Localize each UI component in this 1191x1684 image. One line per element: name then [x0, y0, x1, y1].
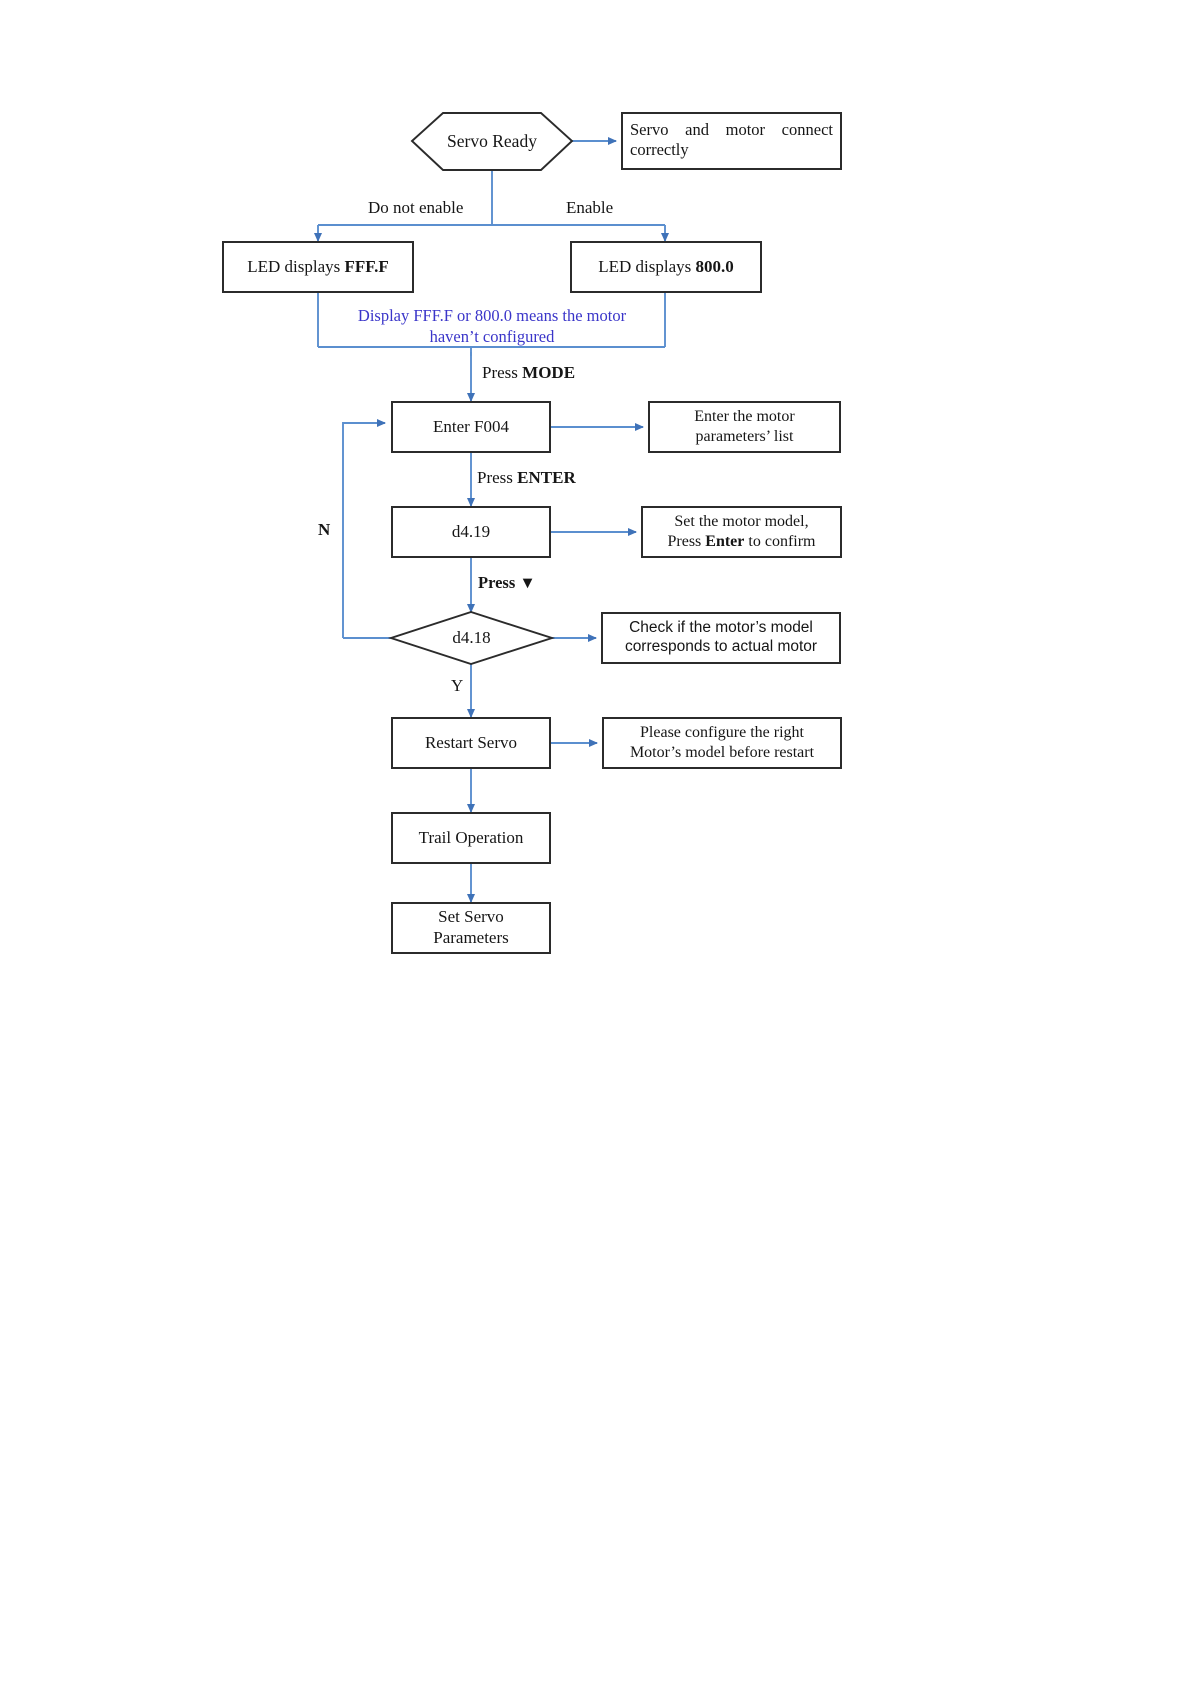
press-enter-pre: Press	[477, 468, 518, 487]
node-servo-ready-label: Servo Ready	[447, 130, 537, 151]
node-trail-operation-label: Trail Operation	[418, 827, 524, 847]
node-led-displays-800-label: LED displays 800.0	[598, 257, 734, 278]
node-set-motor-model-line1: Set the motor model,	[674, 513, 809, 531]
node-led-displays-800[interactable]: LED displays 800.0	[570, 241, 762, 293]
node-please-configure-line1: Please configure the right	[640, 724, 804, 742]
led-800-value: 800.0	[695, 256, 734, 276]
node-check-motor-model-line2: corresponds to actual motor	[624, 638, 818, 655]
node-d419-label: d4.19	[451, 521, 491, 541]
node-enter-motor-parameters-line2: parameters’ list	[695, 428, 794, 445]
node-set-servo-parameters[interactable]: Set Servo Parameters	[391, 902, 551, 954]
node-check-motor-model[interactable]: Check if the motor’s model corresponds t…	[601, 612, 841, 664]
node-please-configure-line2: Motor’s model before restart	[629, 744, 815, 761]
led-800-prefix: LED displays	[598, 256, 696, 276]
edge-label-do-not-enable: Do not enable	[368, 198, 464, 217]
node-d418[interactable]: d4.18	[391, 612, 552, 664]
set-motor-model-pre: Press	[667, 533, 706, 550]
led-fff-value: FFF.F	[344, 256, 389, 276]
press-down-pre: Press	[478, 573, 520, 592]
node-set-motor-model-line2: Press Enter to confirm	[668, 532, 816, 552]
node-led-displays-fff[interactable]: LED displays FFF.F	[222, 241, 414, 293]
node-restart-servo[interactable]: Restart Servo	[391, 717, 551, 769]
note-display-means: Display FFF.F or 800.0 means the motor h…	[357, 306, 627, 347]
set-motor-model-key: Enter	[705, 533, 745, 550]
node-restart-servo-label: Restart Servo	[424, 732, 518, 752]
node-d419[interactable]: d4.19	[391, 506, 551, 558]
node-check-motor-model-line1: Check if the motor’s model	[629, 619, 813, 637]
node-d418-label: d4.18	[452, 627, 491, 647]
node-set-motor-model[interactable]: Set the motor model, Press Enter to conf…	[641, 506, 842, 558]
edge-label-press-enter: Press ENTER	[477, 468, 576, 488]
node-enter-f004[interactable]: Enter F004	[391, 401, 551, 453]
node-enter-motor-parameters-list[interactable]: Enter the motor parameters’ list	[648, 401, 841, 453]
node-servo-motor-connect-label: Servo and motor connect correctly	[630, 120, 833, 160]
node-servo-motor-connect[interactable]: Servo and motor connect correctly	[621, 112, 842, 170]
set-motor-model-post: to confirm	[744, 533, 816, 550]
node-enter-motor-parameters-line1: Enter the motor	[694, 408, 795, 426]
press-mode-key: MODE	[522, 363, 576, 382]
node-enter-f004-label: Enter F004	[432, 416, 510, 436]
led-fff-prefix: LED displays	[247, 256, 345, 276]
down-arrow-icon: ▼	[519, 573, 536, 592]
press-mode-pre: Press	[482, 363, 523, 382]
node-trail-operation[interactable]: Trail Operation	[391, 812, 551, 864]
edge-label-branch-yes: Y	[451, 676, 464, 695]
node-please-configure[interactable]: Please configure the right Motor’s model…	[602, 717, 842, 769]
edge-label-enable: Enable	[566, 198, 614, 217]
node-servo-ready[interactable]: Servo Ready	[412, 113, 572, 170]
node-led-displays-fff-label: LED displays FFF.F	[247, 257, 389, 278]
node-set-servo-parameters-line2: Parameters	[433, 928, 509, 947]
edge-label-branch-no: N	[318, 520, 331, 539]
edge-label-press-mode: Press MODE	[482, 363, 575, 383]
edge-label-press-down: Press ▼	[478, 573, 536, 593]
node-set-servo-parameters-line1: Set Servo	[438, 907, 504, 927]
press-enter-key: ENTER	[517, 468, 576, 487]
